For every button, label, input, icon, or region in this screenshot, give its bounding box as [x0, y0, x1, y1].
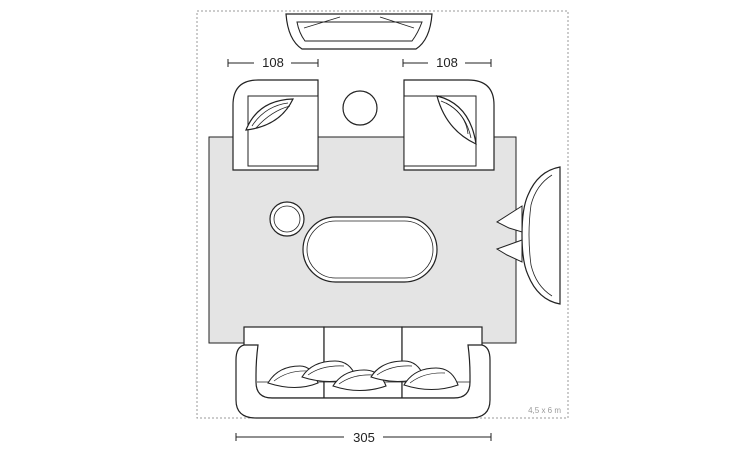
console-table [285, 13, 433, 50]
left-chair-width-label: 108 [262, 55, 284, 70]
right-armchair [403, 79, 495, 171]
right-chair-width-label: 108 [436, 55, 458, 70]
right-armchair-cushion [436, 95, 477, 146]
sofa-pillow-5 [403, 367, 459, 391]
small-round-table [269, 201, 305, 237]
sofa-dimension: 305 [235, 430, 492, 445]
left-armchair [232, 79, 319, 171]
right-chair-dimension: 108 [402, 55, 492, 70]
left-chair-dimension: 108 [227, 55, 319, 70]
room-outline [196, 10, 569, 419]
sofa [235, 326, 491, 419]
coffee-table [302, 216, 438, 283]
side-table [342, 90, 378, 126]
left-armchair-cushion [245, 98, 294, 131]
sofa-width-label: 305 [353, 430, 375, 445]
room-size-label: 4,5 x 6 m [528, 406, 561, 415]
lounge-chair [495, 166, 561, 305]
